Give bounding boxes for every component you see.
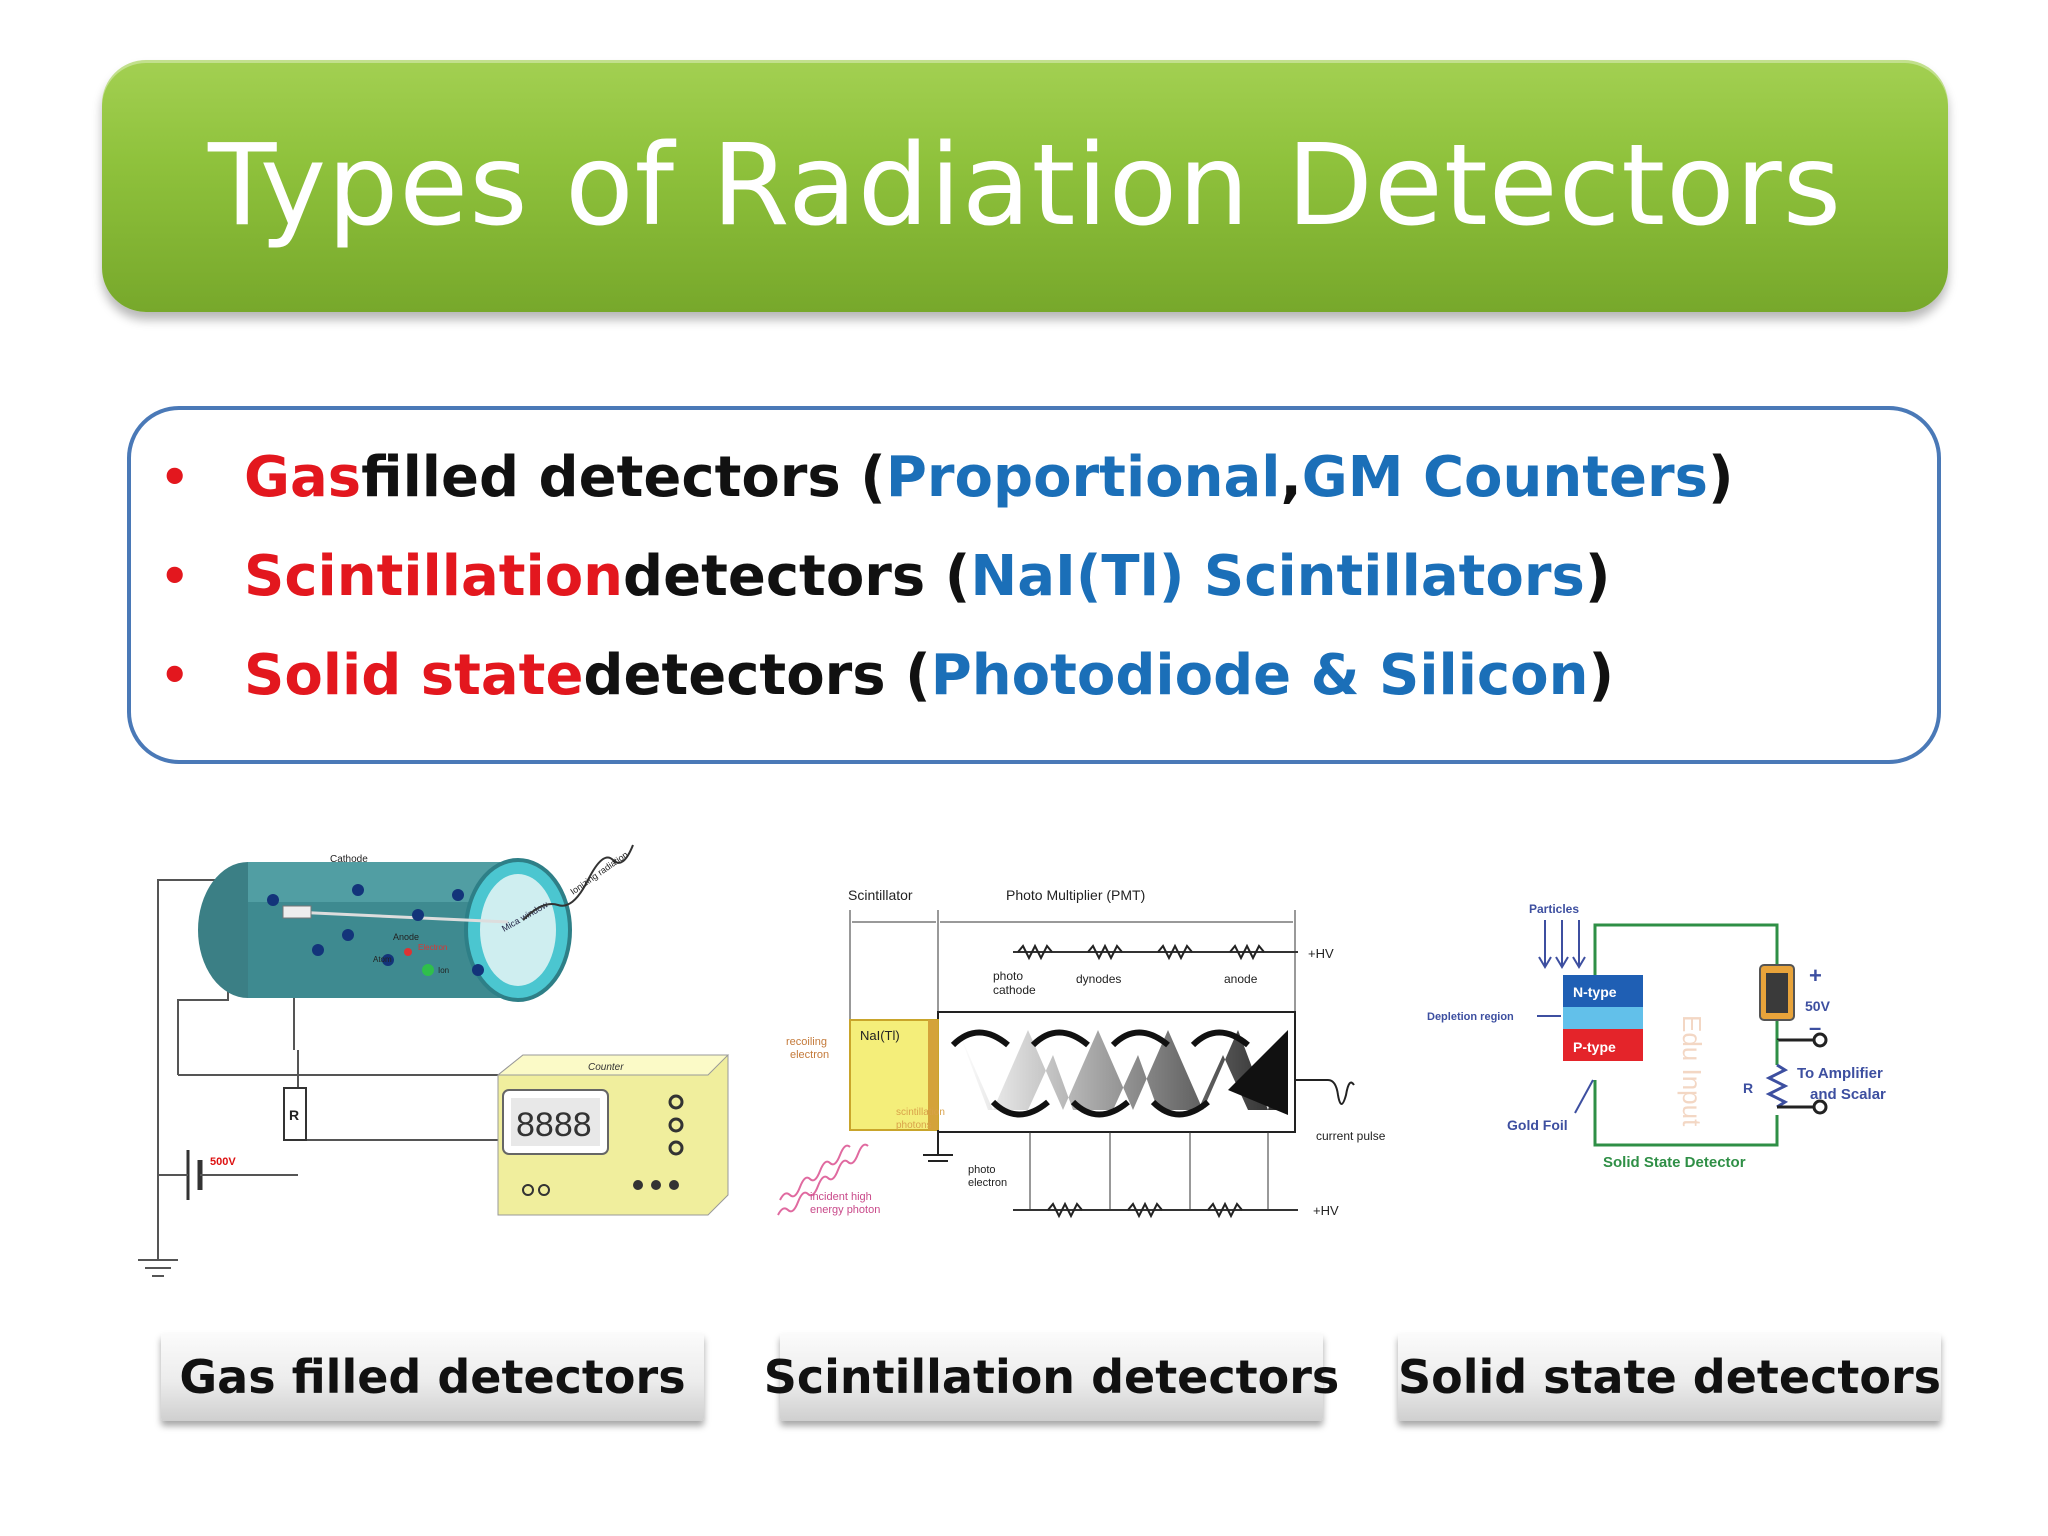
photons-label-1: scintillation <box>896 1107 945 1118</box>
detector-example: GM Counters <box>1301 445 1708 510</box>
voltage-label: 500V <box>210 1156 236 1168</box>
pmt-label: Photo Multiplier (PMT) <box>1006 887 1145 903</box>
caption-solid-state: Solid state detectors <box>1398 1333 1941 1421</box>
recoil-label-2: electron <box>790 1049 829 1061</box>
watermark-label: Edu Input <box>1677 1015 1707 1127</box>
amplifier-label-1: To Amplifier <box>1797 1065 1883 1082</box>
close-paren: ) <box>1588 643 1615 708</box>
photoelectron-label-1: photo <box>968 1164 996 1176</box>
dynodes-label: dynodes <box>1076 972 1121 986</box>
detector-text: detectors ( <box>623 544 971 609</box>
resistor-label: R <box>289 1107 299 1123</box>
crystal-label: NaI(Tl) <box>860 1028 900 1043</box>
slide-title: Types of Radiation Detectors <box>207 121 1843 251</box>
voltage-label: 50V <box>1805 998 1831 1014</box>
detector-example: Photodiode & Silicon <box>930 643 1589 708</box>
photocathode-label-2: cathode <box>993 983 1036 997</box>
solid-state-detector-diagram: Particles N-type P-type Depletion region… <box>1427 902 1886 1171</box>
detector-text: detectors ( <box>583 643 931 708</box>
caption-label: Gas filled detectors <box>179 1350 686 1404</box>
incident-label-2: energy photon <box>810 1204 880 1216</box>
foil-label: Gold Foil <box>1507 1117 1568 1133</box>
anode-label: anode <box>1224 972 1258 986</box>
footer-label: Solid State Detector <box>1603 1154 1746 1171</box>
photons-label-2: photons <box>896 1120 932 1131</box>
title-banner: Types of Radiation Detectors <box>102 60 1948 312</box>
counter-label: Counter <box>588 1062 624 1073</box>
close-paren: ) <box>1584 544 1611 609</box>
detector-list-box <box>127 406 1941 764</box>
close-paren: ) <box>1707 445 1734 510</box>
scintillator-label: Scintillator <box>848 887 913 903</box>
plus-label: + <box>1809 963 1822 988</box>
ptype-label: P-type <box>1573 1039 1616 1055</box>
counter-display: 8888 <box>516 1106 592 1144</box>
electron-label: Electron <box>418 943 447 952</box>
resistor-label: R <box>1743 1080 1753 1096</box>
hv-top-label: +HV <box>1308 946 1334 961</box>
atom-label: Atom <box>373 955 392 964</box>
pulse-label: current pulse <box>1316 1129 1386 1143</box>
ion-label: Ion <box>438 966 449 975</box>
bullet-icon: • <box>160 450 190 504</box>
detector-term: Solid state <box>244 643 584 708</box>
ionizing-label: Ionizing radiation <box>568 849 629 896</box>
detector-example: Proportional <box>885 445 1281 510</box>
incident-label-1: incident high <box>810 1191 872 1203</box>
ntype-label: N-type <box>1573 984 1617 1000</box>
caption-label: Scintillation detectors <box>763 1350 1340 1404</box>
cathode-label: Cathode <box>330 854 368 865</box>
detector-text: filled detectors ( <box>361 445 886 510</box>
detector-term: Gas <box>244 445 362 510</box>
separator: , <box>1280 445 1302 510</box>
scintillation-detector-diagram: Scintillator Photo Multiplier (PMT) +HV … <box>777 887 1386 1219</box>
amplifier-label-2: and Scalar <box>1810 1086 1886 1103</box>
detector-term: Scintillation <box>244 544 624 609</box>
photoelectron-label-2: electron <box>968 1177 1007 1189</box>
hv-bottom-label: +HV <box>1313 1203 1339 1218</box>
anode-label: Anode <box>393 932 419 942</box>
depletion-label: Depletion region <box>1427 1011 1514 1023</box>
recoil-label-1: recoiling <box>786 1036 827 1048</box>
gas-detector-diagram: 500V R Cathode Anode Electron Atom Ion M… <box>138 844 730 1277</box>
caption-scintillation: Scintillation detectors <box>764 1333 1339 1421</box>
bullet-icon: • <box>160 648 190 702</box>
detector-list: • Gas filled detectors (Proportional, GM… <box>160 428 1920 725</box>
list-item: • Gas filled detectors (Proportional, GM… <box>160 428 1920 527</box>
list-item: • Solid state detectors (Photodiode & Si… <box>160 626 1920 725</box>
bullet-icon: • <box>160 549 190 603</box>
detector-example: NaI(Tl) Scintillators <box>970 544 1585 609</box>
particles-label: Particles <box>1529 902 1579 916</box>
list-item: • Scintillation detectors (NaI(Tl) Scint… <box>160 527 1920 626</box>
caption-label: Solid state detectors <box>1397 1350 1942 1404</box>
photocathode-label-1: photo <box>993 969 1023 983</box>
caption-gas: Gas filled detectors <box>161 1333 704 1421</box>
